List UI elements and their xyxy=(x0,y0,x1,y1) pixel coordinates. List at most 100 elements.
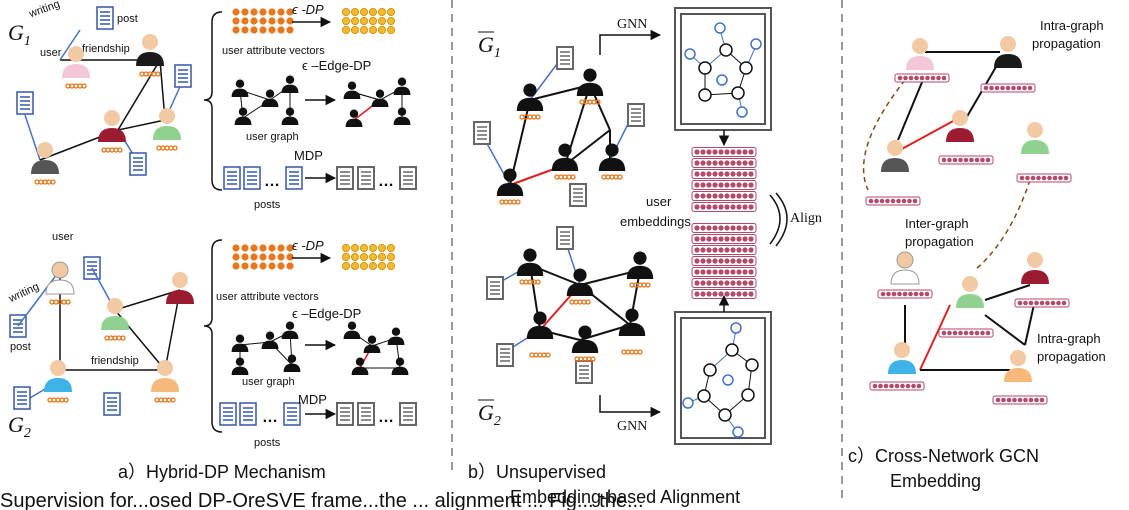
c-user-gray xyxy=(881,140,909,172)
attr-vector-dot xyxy=(259,262,267,270)
attr-vector-dot xyxy=(250,26,258,34)
user-avatar-red-cap xyxy=(166,272,194,304)
embedding-row xyxy=(691,147,757,157)
attr-vector-dot xyxy=(268,262,276,270)
post-icon xyxy=(129,152,147,176)
post-icon xyxy=(13,386,31,410)
post-icon xyxy=(174,64,192,88)
c-user-red xyxy=(946,110,974,142)
attr-vector-dot xyxy=(250,17,258,25)
attr-vector-dot xyxy=(350,16,359,25)
g1-network: writing post user friendship xyxy=(16,0,192,185)
attr-vector-dot xyxy=(368,7,377,16)
attr-dots xyxy=(154,397,176,403)
attr-vector-dot xyxy=(359,252,368,261)
attr-vectors-label-2: user attribute vectors xyxy=(216,291,319,303)
user-embeddings-stack xyxy=(691,147,757,299)
attr-vector-dot xyxy=(386,7,395,16)
attr-vector-dot xyxy=(386,25,395,34)
intra-top-label-2: propagation xyxy=(1032,36,1101,51)
attr-vector-dot xyxy=(286,26,294,34)
attr-vectors-g1: ϵ -DP user attribute vectors xyxy=(222,2,395,57)
attr-dots xyxy=(156,145,178,151)
g1-hat-network xyxy=(473,46,645,207)
align-bracket-1 xyxy=(769,194,781,245)
attr-vector-dot xyxy=(241,253,249,261)
attr-vector-dot xyxy=(241,244,249,252)
eps-edge-dp-label-2: ϵ –Edge-DP xyxy=(292,306,361,321)
attr-vector-dot xyxy=(259,244,267,252)
writing-label-1: writing xyxy=(27,0,62,21)
attr-vector-dot xyxy=(377,261,386,270)
attr-vector-dot xyxy=(277,253,285,261)
attr-vector-dot xyxy=(368,16,377,25)
attr-vector-dot xyxy=(250,262,258,270)
attr-vector-dot xyxy=(386,16,395,25)
caption-b-2: Embedding-based Alignment xyxy=(510,487,740,507)
post-icon xyxy=(103,392,121,416)
embedding-row xyxy=(691,158,757,168)
cross-dashed-left xyxy=(862,79,906,191)
brace-g2 xyxy=(203,239,223,433)
attr-vector-dot xyxy=(241,26,249,34)
attr-vector-dot xyxy=(250,8,258,16)
attr-vector-dot xyxy=(386,252,395,261)
attr-vector-dot xyxy=(341,16,350,25)
attr-vectors-label-1: user attribute vectors xyxy=(222,45,325,57)
c-user-orange xyxy=(1004,350,1032,382)
attr-vector-dot xyxy=(286,262,294,270)
gnn-label-bottom: GNN xyxy=(617,419,647,434)
g2-hat-network xyxy=(486,226,654,384)
user-avatar-dark xyxy=(136,34,164,66)
c-user-red-cap xyxy=(1021,252,1049,284)
attr-dots xyxy=(34,179,56,185)
attr-vector-dot xyxy=(341,7,350,16)
gnn-label-top: GNN xyxy=(617,17,647,32)
attr-vector-dot xyxy=(277,8,285,16)
embedding-row xyxy=(691,169,757,179)
friendship-label-1: friendship xyxy=(82,43,130,55)
user-avatar-white xyxy=(45,261,75,295)
attr-vector-dot xyxy=(241,17,249,25)
user-graph-g1: ϵ –Edge-DP user graph xyxy=(231,58,411,143)
attr-vector-dot xyxy=(359,243,368,252)
embedding-row xyxy=(691,223,757,233)
attr-vector-dot xyxy=(250,253,258,261)
post-icon xyxy=(16,91,34,115)
user-avatar-green xyxy=(101,298,129,330)
attr-vector-dot xyxy=(350,7,359,16)
attr-vector-dot xyxy=(386,243,395,252)
attr-vector-dot xyxy=(368,252,377,261)
c-user-green xyxy=(1021,122,1049,154)
attr-vector-dot xyxy=(232,17,240,25)
c-user-pink xyxy=(906,38,934,70)
attr-vector-dot xyxy=(232,253,240,261)
user-avatar-green xyxy=(153,108,181,140)
attr-vector-dot xyxy=(232,8,240,16)
friendship-label-2: friendship xyxy=(91,355,139,367)
attr-vector-dot xyxy=(341,252,350,261)
intra-bot-label-1: Intra-graph xyxy=(1037,331,1101,346)
user-label-2: user xyxy=(52,231,74,243)
attr-vector-dot xyxy=(350,25,359,34)
user-emb-label-1: user xyxy=(646,194,672,209)
attr-vector-dot xyxy=(286,244,294,252)
attr-vector-dot xyxy=(368,261,377,270)
attr-vector-dot xyxy=(259,26,267,34)
panel-b: G1 G2 GNN GNN xyxy=(468,7,822,507)
align-bracket-2 xyxy=(775,192,788,247)
g1-label: G1 xyxy=(8,20,31,49)
posts-label-1: posts xyxy=(254,199,281,211)
attr-vector-dot xyxy=(377,25,386,34)
attr-vector-dot xyxy=(241,8,249,16)
gnn-box-bottom xyxy=(674,311,772,445)
attr-vector-dot xyxy=(359,25,368,34)
g1-hat-label: G1 xyxy=(478,32,501,61)
attr-vector-dot xyxy=(350,252,359,261)
svg-text:…: … xyxy=(264,173,280,190)
embedding-row xyxy=(691,267,757,277)
caption-c-1: c）Cross-Network GCN xyxy=(848,446,1039,466)
attr-vector-dot xyxy=(286,8,294,16)
attr-vector-dot xyxy=(377,252,386,261)
attr-vector-dot xyxy=(241,262,249,270)
